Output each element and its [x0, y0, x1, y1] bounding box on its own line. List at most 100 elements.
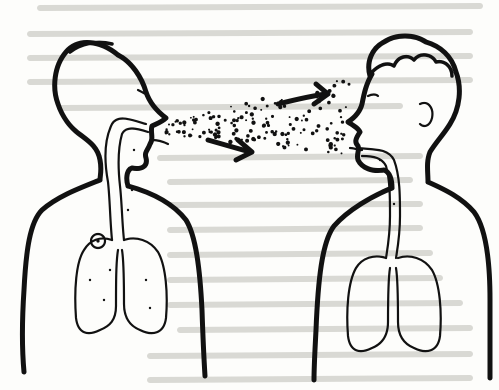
droplet [244, 102, 248, 106]
droplet [188, 133, 192, 137]
droplet [341, 137, 344, 140]
droplet [209, 116, 213, 120]
droplet [253, 138, 256, 141]
droplet [245, 111, 248, 114]
droplet [348, 83, 351, 86]
left-lung-lesion-core [96, 239, 99, 242]
droplet [317, 124, 321, 128]
droplet [237, 117, 239, 119]
droplet [193, 121, 197, 125]
droplet [236, 119, 239, 122]
droplet [233, 124, 236, 127]
droplet [215, 129, 218, 132]
left-shoulder-left [23, 180, 101, 372]
droplet [208, 129, 210, 131]
left-face-profile [118, 55, 166, 186]
droplet [301, 120, 303, 122]
droplet [234, 128, 238, 132]
droplet [224, 119, 227, 122]
droplet [232, 118, 236, 122]
left-head-outline [55, 43, 118, 180]
droplet [280, 132, 284, 136]
right-shoulder-left [314, 188, 392, 380]
droplet [303, 128, 306, 131]
droplet [283, 146, 287, 150]
droplet [249, 129, 253, 133]
droplet [257, 135, 261, 139]
droplet [271, 115, 274, 118]
droplet [340, 116, 342, 118]
droplet [218, 127, 221, 130]
droplet [265, 118, 267, 120]
droplet [192, 128, 194, 130]
droplet [266, 121, 270, 125]
droplet [303, 115, 305, 117]
droplet [334, 144, 336, 146]
droplet [345, 106, 347, 108]
droplet [246, 134, 250, 138]
droplet [304, 147, 308, 151]
droplet [315, 129, 318, 132]
droplet [248, 105, 250, 107]
droplet [182, 130, 186, 134]
droplet [245, 119, 247, 121]
droplet [262, 124, 266, 128]
droplet [230, 106, 232, 108]
droplet [240, 115, 244, 119]
droplet [207, 111, 210, 114]
droplet [267, 124, 270, 127]
droplet [295, 117, 299, 121]
droplet [335, 131, 338, 134]
droplet [245, 139, 249, 143]
droplet [217, 134, 221, 138]
droplet [307, 109, 311, 113]
left-lung-right [122, 239, 167, 334]
droplet [333, 137, 336, 140]
droplet [325, 127, 328, 130]
droplet [232, 132, 236, 136]
droplet [336, 80, 338, 82]
droplet [251, 121, 255, 125]
droplet [275, 130, 278, 133]
droplet [330, 122, 333, 125]
droplet [329, 142, 333, 146]
droplet [332, 94, 334, 96]
droplet [289, 116, 291, 118]
droplet [292, 127, 296, 131]
droplet [305, 118, 309, 122]
droplet [252, 118, 254, 120]
droplet [198, 135, 201, 138]
droplet [276, 142, 280, 146]
droplet [286, 138, 288, 140]
droplet [183, 135, 185, 137]
droplet [326, 138, 330, 142]
droplet [341, 152, 343, 154]
droplet [233, 110, 236, 113]
droplet [289, 123, 292, 126]
droplet [261, 97, 265, 101]
droplet [175, 119, 178, 122]
droplet [193, 116, 195, 118]
droplet [311, 132, 315, 136]
droplet [260, 109, 262, 111]
droplet [250, 112, 254, 116]
droplet [168, 133, 170, 135]
droplet [179, 122, 182, 125]
droplet [230, 122, 233, 125]
droplet [202, 114, 205, 117]
droplet [265, 131, 268, 134]
right-eye [368, 95, 378, 97]
droplet [215, 122, 219, 126]
droplet [288, 145, 290, 147]
droplet [263, 137, 266, 140]
droplet [266, 105, 269, 108]
left-mouth [152, 140, 168, 144]
background-text-lines [30, 6, 480, 380]
left-airway-inner [119, 129, 148, 241]
droplet [334, 148, 338, 152]
arrow-right-icon [278, 84, 328, 104]
left-lung-left [75, 238, 118, 333]
droplet [286, 141, 290, 145]
right-face-profile [348, 74, 392, 188]
